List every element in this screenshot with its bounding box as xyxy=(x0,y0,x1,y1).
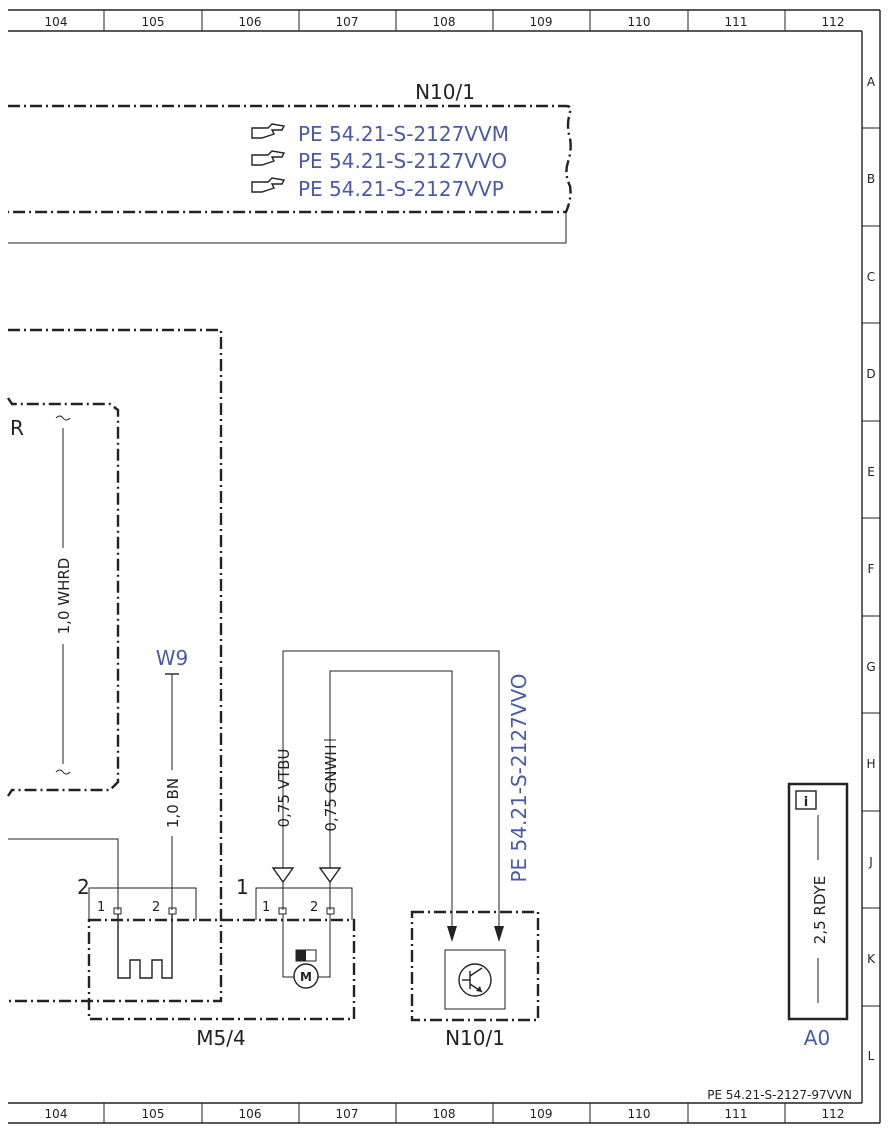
wire-1-0-bn: 1,0 BN xyxy=(164,778,182,828)
bottom-col-107: 107 xyxy=(336,1107,359,1121)
bottom-col-109: 109 xyxy=(530,1107,553,1121)
motor-symbol: M xyxy=(300,970,312,984)
pin-2-right: 2 xyxy=(310,900,318,915)
n10-bottom-label: N10/1 xyxy=(445,1026,505,1050)
document-ref: PE 54.21-S-2127-97VVN xyxy=(707,1088,852,1102)
row-ruler: A B C D E F G H J K L xyxy=(861,10,881,1123)
bottom-col-108: 108 xyxy=(433,1107,456,1121)
ref-link-vvp[interactable]: PE 54.21-S-2127VVP xyxy=(298,177,504,201)
wire-0-75-gnwh: 0,75 GNWH xyxy=(322,744,340,831)
label-r: R xyxy=(10,416,24,440)
m54-label: M5/4 xyxy=(196,1026,245,1050)
top-col-106: 106 xyxy=(239,15,262,29)
wire-left-to-pin1 xyxy=(8,838,119,910)
n10-bottom-component: PE 54.21-S-2127VVO N10/1 xyxy=(410,673,540,1050)
w9-label[interactable]: W9 xyxy=(156,646,189,670)
left-outer-enclosure xyxy=(8,328,223,1003)
w9-ground: W9 1,0 BN xyxy=(156,646,189,910)
pin-1-left: 1 xyxy=(97,900,105,915)
top-col-111: 111 xyxy=(725,15,748,29)
top-ruler: 104 105 106 107 108 109 110 111 112 xyxy=(8,9,880,32)
info-symbol: i xyxy=(804,795,808,810)
left-inner-block: R 1,0 WHRD xyxy=(7,397,120,797)
top-col-112: 112 xyxy=(822,15,845,29)
hand-pointer-icon xyxy=(251,123,286,139)
wire-0-75-vtbu: 0,75 VTBU xyxy=(275,749,293,828)
a0-component: i 2,5 RDYE A0 xyxy=(787,782,849,1050)
pin-2-left: 2 xyxy=(152,900,160,915)
row-j: J xyxy=(868,855,873,869)
ref-link-vvm[interactable]: PE 54.21-S-2127VVM xyxy=(298,122,509,146)
row-h: H xyxy=(866,757,875,771)
motor-wires: 0,75 VTBU 0,75 GNWH xyxy=(271,650,504,942)
ref-link-vvo[interactable]: PE 54.21-S-2127VVO xyxy=(298,149,507,173)
bottom-col-112: 112 xyxy=(822,1107,845,1121)
m54-component: 2 1 2 1 1 2 M M5/4 xyxy=(77,875,356,1050)
bottom-col-104: 104 xyxy=(45,1107,68,1121)
info-icon[interactable]: i xyxy=(795,790,817,810)
transistor-icon xyxy=(458,963,492,997)
hand-pointer-icon xyxy=(251,150,286,166)
bottom-col-105: 105 xyxy=(142,1107,165,1121)
row-g: G xyxy=(866,660,875,674)
heater-element-icon xyxy=(117,914,173,979)
bottom-col-111: 111 xyxy=(725,1107,748,1121)
top-col-109: 109 xyxy=(530,15,553,29)
hand-pointer-icon xyxy=(251,177,286,193)
row-f: F xyxy=(868,562,875,576)
top-col-105: 105 xyxy=(142,15,165,29)
connector-1-label: 1 xyxy=(236,875,249,899)
top-col-108: 108 xyxy=(433,15,456,29)
row-d: D xyxy=(866,367,875,381)
row-b: B xyxy=(867,172,875,186)
top-col-110: 110 xyxy=(628,15,651,29)
motor-icon: M xyxy=(282,914,331,989)
row-l: L xyxy=(868,1049,875,1063)
top-col-107: 107 xyxy=(336,15,359,29)
row-e: E xyxy=(867,465,875,479)
bottom-ruler: 104 105 106 107 108 109 110 111 112 xyxy=(8,1102,880,1124)
pin-1-right: 1 xyxy=(262,900,270,915)
bottom-col-106: 106 xyxy=(239,1107,262,1121)
row-c: C xyxy=(867,270,875,284)
a0-label[interactable]: A0 xyxy=(804,1026,830,1050)
wire-2-5-rdye: 2,5 RDYE xyxy=(811,876,829,944)
row-a: A xyxy=(867,75,876,89)
wire-1-0-whrd: 1,0 WHRD xyxy=(55,558,73,635)
top-col-104: 104 xyxy=(45,15,68,29)
bottom-col-110: 110 xyxy=(628,1107,651,1121)
ref-link-vvo-vertical[interactable]: PE 54.21-S-2127VVO xyxy=(507,673,531,882)
n10-top-label: N10/1 xyxy=(415,80,475,104)
row-k: K xyxy=(867,952,876,966)
n10-top-component: N10/1 PE 54.21-S-2127VVM PE 54.21-S-2127… xyxy=(8,80,572,244)
connector-2-label: 2 xyxy=(77,875,90,899)
